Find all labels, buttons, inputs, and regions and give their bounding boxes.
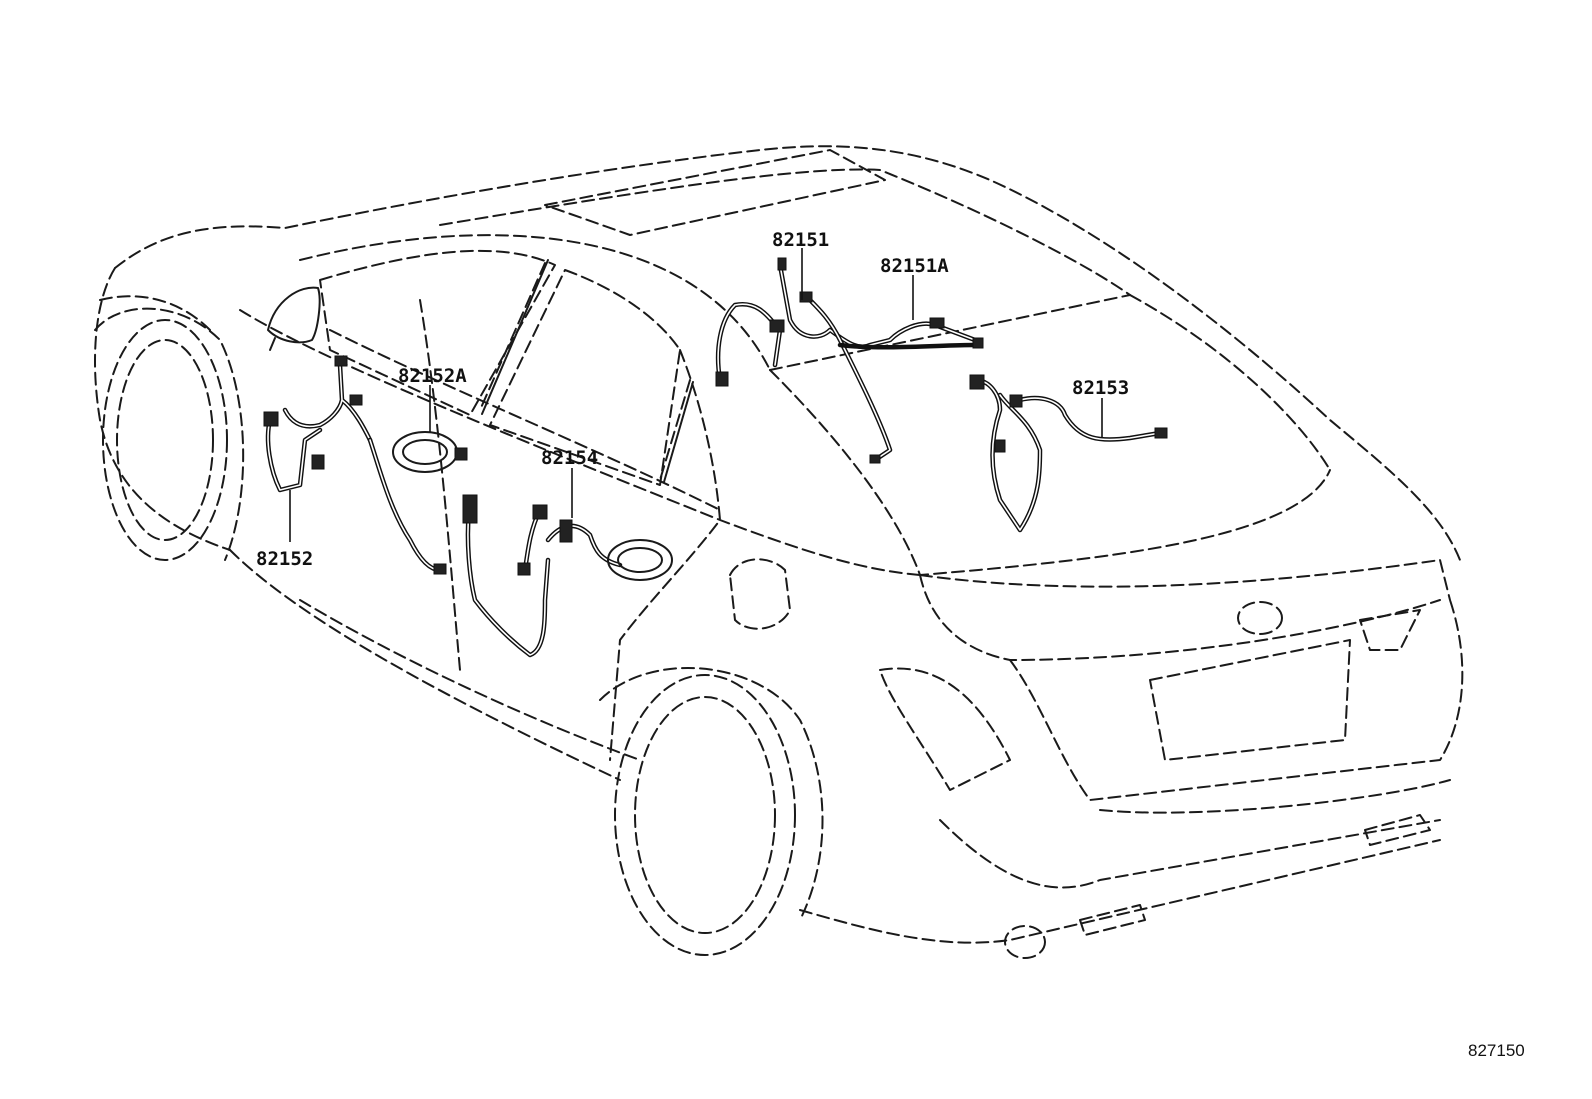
car-body-outline [94, 145, 1464, 959]
part-label-82151A: 82151A [880, 255, 949, 277]
roof-harness [715, 257, 984, 464]
part-label-82152A: 82152A [398, 365, 467, 387]
part-label-82154: 82154 [541, 447, 598, 469]
rear-harness [969, 374, 1168, 533]
part-label-82153: 82153 [1072, 377, 1129, 399]
part-label-82152: 82152 [256, 548, 313, 570]
part-label-82151: 82151 [772, 229, 829, 251]
figure-number: 827150 [1468, 1041, 1525, 1060]
leader-lines [289, 248, 1103, 542]
front-wheel [94, 307, 245, 561]
rear-door-harness [462, 494, 673, 658]
front-door-harness [263, 355, 468, 575]
rear-wheel [599, 666, 824, 956]
